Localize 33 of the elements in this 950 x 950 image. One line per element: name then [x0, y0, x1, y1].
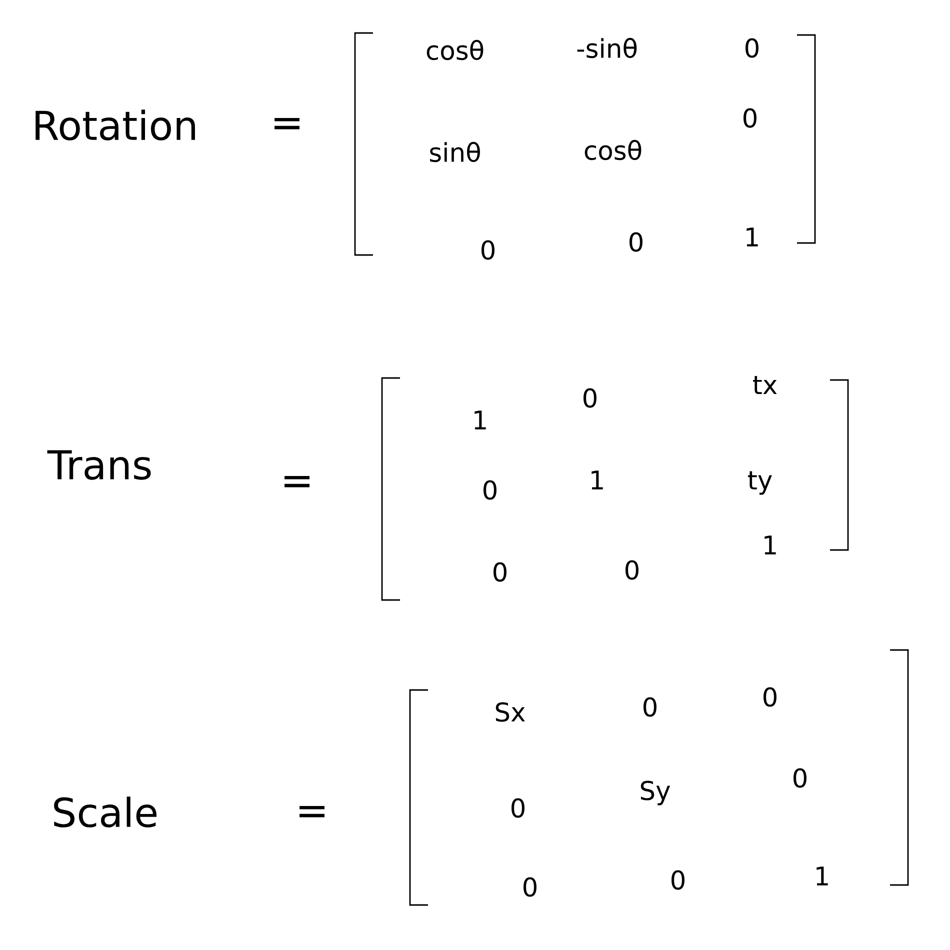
matrix-entry: 0	[494, 562, 506, 582]
matrix-entry: 0	[584, 388, 596, 408]
matrix-entry: 0	[644, 697, 656, 717]
matrix-entry: 0	[524, 877, 536, 897]
equals-sign: =	[274, 118, 300, 130]
matrix-entry: 0	[764, 687, 776, 707]
matrix-entry: Sx	[496, 702, 525, 722]
matrix-entry: 1	[816, 866, 828, 886]
matrix-entry: Sy	[640, 780, 670, 806]
matrix-entry: 0	[630, 232, 642, 252]
matrix-entry: -sinθ	[577, 38, 637, 58]
matrix-name: Rotation	[36, 110, 195, 140]
matrix-entry: ty	[748, 471, 772, 495]
equals-sign: =	[300, 806, 324, 818]
matrix-entry: tx	[753, 376, 777, 394]
matrix-entry: cosθ	[426, 40, 484, 60]
matrix-entry: 0	[672, 870, 684, 890]
matrix-entry: 1	[474, 410, 486, 430]
matrix-entry: 0	[626, 560, 638, 580]
matrix-entry: 0	[744, 108, 756, 128]
matrix-entry: sinθ	[430, 142, 480, 162]
matrix-entry: 0	[512, 798, 524, 818]
matrix-entry: 1	[764, 536, 776, 554]
matrix-entry: 0	[482, 240, 494, 260]
matrix-entry: 1	[746, 228, 758, 246]
matrix-entry: cosθ	[584, 140, 642, 160]
matrix-name: Trans	[47, 450, 151, 480]
matrix-name: Scale	[54, 796, 156, 828]
matrix-entry: 0	[484, 480, 496, 500]
matrix-entry: 0	[746, 38, 758, 58]
matrix-entry: 1	[592, 470, 603, 490]
matrix-entry: 0	[794, 768, 806, 788]
equals-sign: =	[284, 476, 310, 488]
